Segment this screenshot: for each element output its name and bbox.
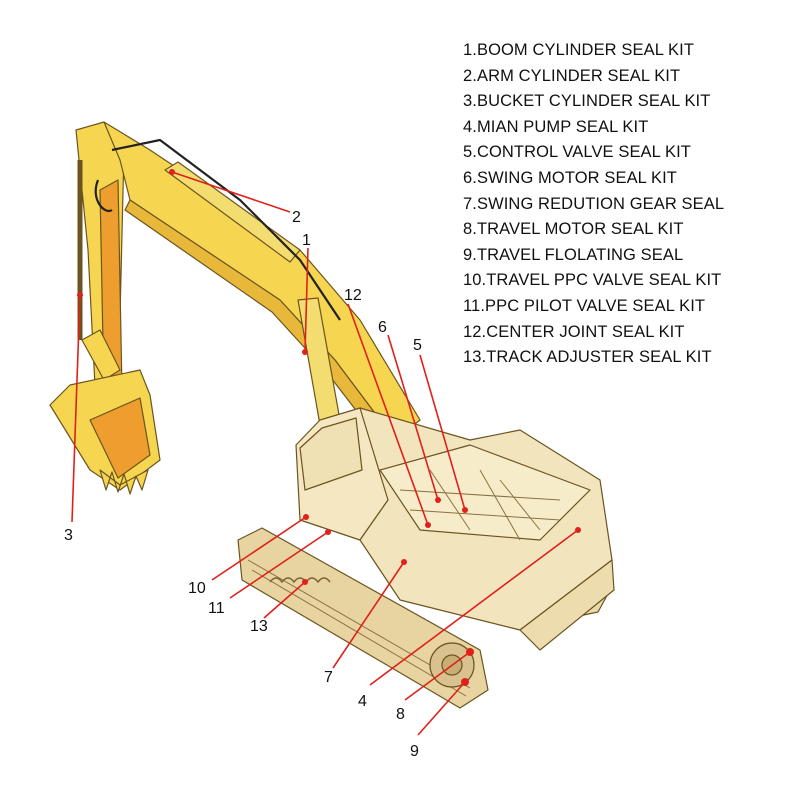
leader-12: [347, 303, 429, 526]
leader-dots: [77, 169, 581, 686]
marker-9: [461, 678, 469, 686]
leader-11: [229, 531, 329, 599]
boom: [103, 121, 421, 441]
callout-6: 6: [378, 319, 387, 336]
counterweight: [519, 559, 615, 651]
leader-1: [304, 247, 309, 353]
leader-lines: [71, 171, 579, 736]
engine-top: [379, 444, 591, 541]
marker-12: [425, 522, 431, 528]
leader-4: [369, 529, 579, 686]
leader-5: [419, 354, 466, 511]
legend-item: 4.MIAN PUMP SEAL KIT: [463, 117, 649, 136]
legend-item: 9.TRAVEL FLOLATING SEAL: [463, 245, 684, 264]
cab-window: [299, 417, 363, 491]
marker-13: [302, 579, 308, 585]
callout-11: 11: [208, 600, 225, 617]
track-adjuster: [269, 577, 331, 583]
legend-item: 3.BUCKET CYLINDER SEAL KIT: [463, 92, 711, 111]
marker-7: [401, 559, 407, 565]
marker-4: [575, 527, 581, 533]
legend-item: 10.TRAVEL PPC VALVE SEAL KIT: [463, 271, 722, 290]
leader-3: [71, 294, 81, 523]
callout-8: 8: [396, 706, 405, 723]
legend-item: 12.CENTER JOINT SEAL KIT: [463, 322, 685, 341]
callout-1: 1: [302, 232, 311, 249]
callout-3: 3: [64, 527, 73, 544]
legend-item: 2.ARM CYLINDER SEAL KIT: [463, 66, 681, 85]
bucket-teeth: [99, 469, 149, 495]
leader-10: [211, 516, 307, 581]
marker-2: [169, 169, 175, 175]
callout-4: 4: [358, 693, 367, 710]
leader-9: [417, 681, 466, 736]
machinery-lines: [399, 469, 561, 541]
callout-9: 9: [410, 743, 419, 760]
marker-8: [466, 648, 474, 656]
callout-2: 2: [292, 209, 301, 226]
parts-legend: 1.BOOM CYLINDER SEAL KIT 2.ARM CYLINDER …: [463, 38, 783, 371]
marker-3: [77, 292, 83, 298]
bucket: [49, 369, 161, 495]
bucket-inner: [89, 397, 151, 479]
legend-item: 11.PPC PILOT VALVE SEAL KIT: [463, 296, 706, 315]
callout-12: 12: [344, 287, 362, 304]
leader-8: [404, 651, 471, 701]
legend-item: 13.TRACK ADJUSTER SEAL KIT: [463, 348, 712, 367]
leader-6: [387, 334, 439, 501]
marker-1: [302, 349, 308, 355]
legend-item: 6.SWING MOTOR SEAL KIT: [463, 168, 677, 187]
callout-5: 5: [413, 337, 422, 354]
callout-10: 10: [188, 580, 206, 597]
arm-cylinder: [164, 161, 301, 263]
leader-7: [332, 561, 405, 669]
callout-labels: 1 2 3 4 5 6 7 8 9 10 11 12 13: [64, 209, 422, 760]
upper-structure: [295, 407, 615, 651]
marker-5: [462, 507, 468, 513]
leader-13: [263, 581, 306, 619]
marker-6: [435, 497, 441, 503]
hose: [94, 138, 341, 321]
bucket-linkage: [81, 329, 121, 381]
legend-item: 1.BOOM CYLINDER SEAL KIT: [463, 41, 695, 59]
legend-item: 8.TRAVEL MOTOR SEAL KIT: [463, 220, 684, 239]
track-left: [237, 527, 489, 709]
callout-13: 13: [250, 618, 268, 635]
legend-item: 7.SWING REDUTION GEAR SEAL: [463, 194, 725, 213]
legend-item: 5.CONTROL VALVE SEAL KIT: [463, 143, 691, 162]
leader-2: [171, 171, 291, 213]
callout-7: 7: [324, 669, 333, 686]
marker-11: [325, 529, 331, 535]
marker-10: [303, 514, 309, 520]
